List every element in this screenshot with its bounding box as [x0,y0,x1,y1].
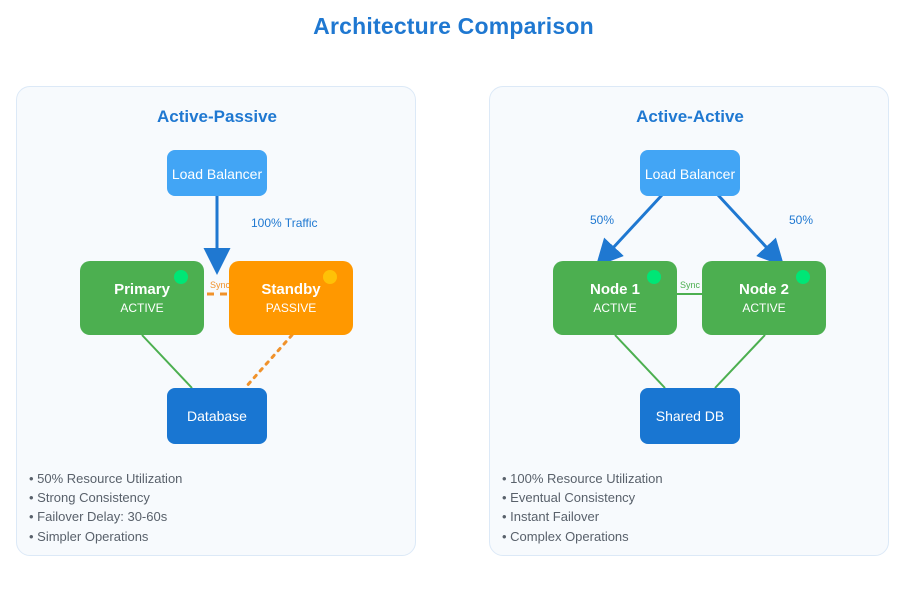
list-item: • 100% Resource Utilization [502,471,663,486]
list-item: • 50% Resource Utilization [29,471,183,486]
status-dot-active-icon [796,270,810,284]
diagram-active-active: 50% 50% Sync Load Balancer Node 1 ACTIVE… [553,150,826,444]
page-title: Architecture Comparison [313,13,594,39]
node-node-2[interactable]: Node 2 ACTIVE [702,261,826,335]
list-item: • Strong Consistency [29,490,150,506]
node-2-status: ACTIVE [742,301,785,315]
node-standby[interactable]: Standby PASSIVE [229,261,353,335]
list-item: • Complex Operations [502,528,629,544]
bullet-list-active-active: • 100% Resource Utilization • Eventual C… [502,469,882,546]
panel-title-active-passive: Active-Passive [156,107,278,126]
arrow-traffic-node2 [716,193,785,267]
node-load-balancer-passive[interactable]: Load Balancer [167,150,267,196]
panel-active-active: Active-Active 50% 50% Sync Load Balancer [489,86,889,556]
status-dot-active-icon [647,270,661,284]
panel-title-active-active: Active-Active [636,107,744,126]
node-primary-title: Primary [114,281,171,298]
load-balancer-label: Load Balancer [645,166,736,182]
panel-active-passive: Active-Passive 100% Traffic Sync Load Ba… [16,86,416,556]
list-item: • Eventual Consistency [502,490,636,506]
status-dot-passive-icon [323,270,337,284]
list-item: • Instant Failover [502,509,600,525]
traffic-label-left-50: 50% [590,213,614,227]
traffic-label-100: 100% Traffic [251,216,317,230]
link-primary-database [141,334,193,389]
link-node2-database [714,334,766,389]
node-database-active[interactable]: Shared DB [640,388,740,444]
node-2-title: Node 2 [739,281,789,298]
arrow-traffic-node1 [595,193,664,267]
node-node-1[interactable]: Node 1 ACTIVE [553,261,677,335]
list-item: • Simpler Operations [29,528,149,544]
list-item: • Failover Delay: 30-60s [29,509,168,525]
traffic-label-right-50: 50% [789,213,813,227]
node-standby-status: PASSIVE [266,301,316,315]
sync-label-active-active: Sync [680,280,701,290]
node-1-title: Node 1 [590,281,640,298]
load-balancer-label: Load Balancer [172,166,263,182]
link-standby-database [243,333,294,390]
node-database-passive[interactable]: Database [167,388,267,444]
link-node1-database [614,334,666,389]
node-load-balancer-active[interactable]: Load Balancer [640,150,740,196]
node-1-status: ACTIVE [593,301,636,315]
bullet-list-active-passive: • 50% Resource Utilization • Strong Cons… [29,469,409,546]
node-primary-status: ACTIVE [120,301,163,315]
sync-label-active-passive: Sync [210,280,231,290]
diagram-active-passive: 100% Traffic Sync Load Balancer Primary … [80,150,353,444]
node-primary[interactable]: Primary ACTIVE [80,261,204,335]
node-standby-title: Standby [261,281,321,298]
database-label: Database [187,408,247,424]
status-dot-active-icon [174,270,188,284]
database-label: Shared DB [656,408,724,424]
